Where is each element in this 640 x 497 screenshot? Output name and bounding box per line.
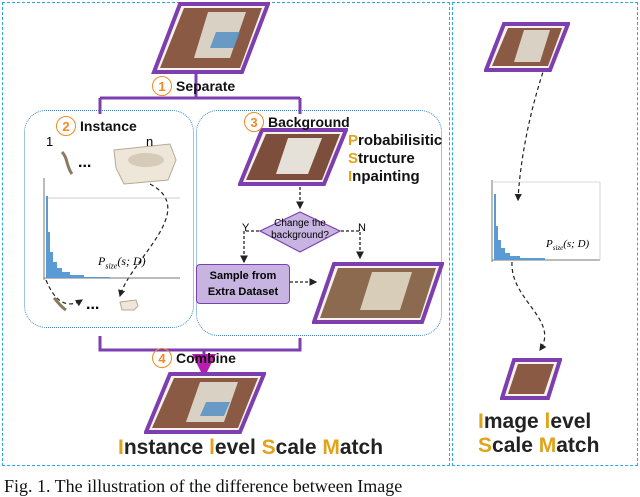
step-number: 1 bbox=[152, 76, 172, 96]
step-number: 3 bbox=[244, 112, 264, 132]
step-number: 4 bbox=[152, 348, 172, 368]
instance-panel-border bbox=[24, 110, 194, 328]
step-instance: 2 Instance bbox=[56, 116, 137, 136]
instance-object-small bbox=[60, 150, 74, 175]
step-background: 3 Background bbox=[244, 112, 350, 132]
step-number: 2 bbox=[56, 116, 76, 136]
step-label: Instance bbox=[80, 118, 137, 134]
instance-index-last: n bbox=[146, 134, 154, 149]
instance-object-sink-bottom bbox=[119, 299, 139, 311]
figure-caption: Fig. 1. The illustration of the differen… bbox=[4, 476, 403, 496]
psi-label: Probabilisitic Structure Inpainting bbox=[348, 132, 443, 185]
image-level-scale-match-title: Image level Scale Match bbox=[478, 410, 600, 457]
scene-image-right-top bbox=[484, 22, 570, 72]
instance-ellipsis-bottom: ... bbox=[86, 296, 100, 313]
psize-label-right: Psize(s; D) bbox=[546, 238, 590, 253]
scene-image-top bbox=[151, 2, 270, 74]
scene-image-inpainted bbox=[312, 262, 444, 324]
step-label: Background bbox=[268, 114, 350, 130]
decision-yes-label: Y bbox=[242, 222, 250, 234]
background-panel-border bbox=[196, 110, 442, 336]
scene-image-background bbox=[238, 128, 348, 186]
decision-no-label: N bbox=[358, 222, 366, 234]
instance-object-sink bbox=[113, 143, 177, 185]
step-combine: 4 Combine bbox=[152, 348, 236, 368]
step-separate: 1 Separate bbox=[152, 76, 235, 96]
scene-image-combined bbox=[144, 372, 266, 434]
scene-image-right-bottom bbox=[500, 358, 562, 400]
psize-label-left: Psize(s; D) bbox=[98, 254, 146, 271]
instance-index-first: 1 bbox=[46, 134, 54, 149]
decision-text: Change the background? bbox=[271, 218, 329, 241]
right-panel-border bbox=[452, 2, 638, 466]
step-label: Combine bbox=[176, 350, 236, 366]
sample-extra-dataset-box: Sample from Extra Dataset bbox=[196, 264, 290, 304]
instance-level-scale-match-title: Instance level Scale Match bbox=[118, 436, 384, 459]
step-label: Separate bbox=[176, 78, 236, 94]
instance-ellipsis-top: ... bbox=[78, 154, 92, 171]
instance-object-small-bottom bbox=[52, 296, 67, 312]
